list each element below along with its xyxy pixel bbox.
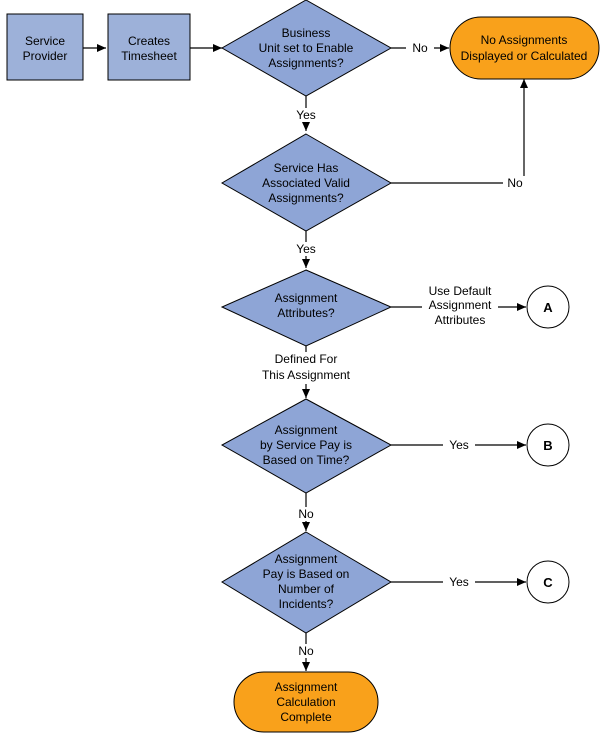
label-attr-default-2: Assignment [429, 298, 492, 312]
process-creates-timesheet: Creates Timesheet [107, 13, 191, 81]
label-attr-defined-1: Defined For [275, 352, 338, 366]
decision-label-2: Pay is Based on [263, 567, 350, 581]
decision-label-4: Incidents? [279, 597, 334, 611]
decision-diamond [221, 531, 392, 634]
connector-circle [526, 285, 570, 329]
terminal-shape [233, 671, 379, 733]
decision-label-1: Assignment [275, 552, 338, 566]
edge-labels: No Yes No Yes Use Default Assignment Att… [254, 41, 531, 658]
label-time-yes: Yes [449, 438, 469, 452]
decision-label-3: Number of [278, 582, 335, 596]
terminal-label-2: Calculation [276, 695, 335, 709]
decision-assignment-attributes: Assignment Attributes? [220, 269, 393, 347]
label-bu-no: No [412, 41, 428, 55]
terminal-calculation-complete: Assignment Calculation Complete [233, 671, 379, 733]
connector-label: C [543, 575, 553, 590]
process-service-provider: Service Provider [6, 13, 84, 81]
decision-label-3: Based on Time? [263, 453, 350, 467]
terminal-label-1: No Assignments [481, 33, 568, 47]
decision-label-2: Attributes? [277, 306, 335, 320]
decision-label-1: Assignment [275, 423, 338, 437]
decision-label-3: Assignments? [268, 56, 344, 70]
connector-label: B [543, 438, 552, 453]
decision-business-unit: Business Unit set to Enable Assignments? [220, 0, 393, 97]
process-label-2: Provider [23, 49, 68, 63]
label-time-no: No [298, 507, 314, 521]
decision-number-of-incidents: Assignment Pay is Based on Number of Inc… [221, 531, 392, 634]
label-valid-yes: Yes [296, 242, 316, 256]
decision-diamond [220, 269, 393, 347]
decision-label-2: Associated Valid [262, 176, 350, 190]
label-incidents-yes: Yes [449, 575, 469, 589]
decision-valid-assignments: Service Has Associated Valid Assignments… [221, 133, 393, 232]
decision-label-2: by Service Pay is [260, 438, 352, 452]
connector-b: B [526, 423, 570, 467]
decision-diamond [220, 0, 393, 97]
process-box [6, 13, 84, 81]
decision-diamond [221, 133, 393, 232]
connector-circle [526, 560, 570, 604]
terminal-label-1: Assignment [275, 680, 338, 694]
process-label-1: Service [25, 34, 65, 48]
decision-label-2: Unit set to Enable [259, 41, 354, 55]
decision-label-1: Assignment [275, 291, 338, 305]
decision-based-on-time: Assignment by Service Pay is Based on Ti… [220, 398, 393, 494]
decision-label-1: Service Has [274, 161, 339, 175]
label-attr-defined-2: This Assignment [262, 368, 351, 382]
label-attr-default-1: Use Default [429, 284, 492, 298]
terminal-shape [449, 16, 600, 80]
decision-label-3: Assignments? [268, 191, 344, 205]
edge-valid-no [391, 79, 528, 184]
process-box [107, 13, 191, 81]
label-bu-yes: Yes [296, 108, 316, 122]
label-incidents-no: No [298, 644, 314, 658]
process-label-2: Timesheet [121, 49, 177, 63]
decision-diamond [220, 398, 393, 494]
decision-label-1: Business [282, 26, 331, 40]
connector-label: A [543, 300, 553, 315]
process-label-1: Creates [128, 34, 170, 48]
label-valid-no: No [507, 176, 523, 190]
connector-c: C [526, 560, 570, 604]
terminal-label-2: Displayed or Calculated [461, 49, 588, 63]
terminal-no-assignments: No Assignments Displayed or Calculated [449, 16, 600, 80]
connector-circle [526, 423, 570, 467]
label-attr-default-3: Attributes [435, 313, 486, 327]
terminal-label-3: Complete [280, 710, 332, 724]
connector-a: A [526, 285, 570, 329]
